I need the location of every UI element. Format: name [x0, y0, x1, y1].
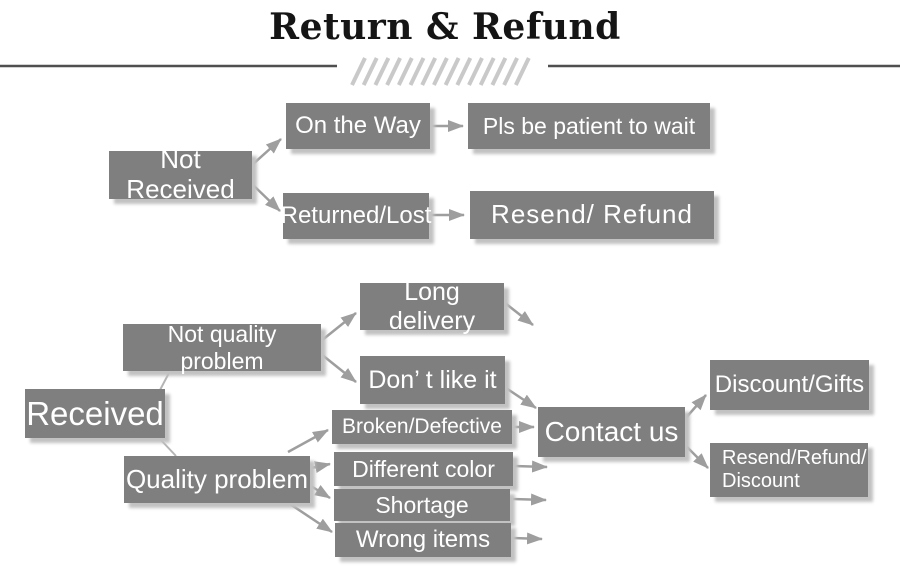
flow-arrow-quality-problem-different-color — [310, 461, 331, 473]
title-hatch-stroke — [513, 57, 531, 86]
flow-node-dont-like-it: Don’ t like it — [360, 356, 505, 404]
flow-node-on-the-way: On the Way — [286, 103, 430, 149]
flow-node-not-received: Not Received — [109, 144, 252, 204]
flow-arrow-contact-us-resend-refund-discount — [683, 443, 709, 469]
title-hatch-stroke — [361, 57, 379, 86]
title-hatch-stroke — [455, 57, 473, 86]
flow-arrow-quality-problem-wrong-items — [289, 502, 333, 534]
flow-arrow-not-quality-problem-dont-like-it — [320, 353, 357, 383]
flow-arrow-wrong-items-out — [512, 532, 543, 545]
flow-node-discount-gifts: Discount/Gifts — [710, 360, 869, 410]
title-hatch-stroke — [502, 57, 519, 86]
flow-node-broken-defective: Broken/Defective — [332, 410, 512, 444]
flow-arrow-long-delivery-out — [504, 302, 534, 326]
title-hatch-stroke — [432, 57, 449, 86]
title-hatch-stroke — [373, 57, 391, 86]
title-hatch-stroke — [490, 57, 508, 86]
flow-arrow-different-color-out — [513, 460, 548, 473]
title-hatch-stroke — [420, 57, 438, 86]
flow-node-wrong-items: Wrong items — [335, 523, 511, 557]
flow-arrow-contact-us-discount-gifts — [683, 394, 707, 421]
flow-node-not-quality-problem: Not quality problem — [123, 321, 321, 374]
title-hatch-stroke — [396, 57, 414, 86]
flow-node-returned-lost: Returned/Lost — [281, 193, 431, 239]
flow-node-contact-us: Contact us — [538, 407, 685, 457]
flow-node-shortage: Shortage — [334, 489, 510, 521]
flow-node-resend-refund: Resend/ Refund — [470, 191, 714, 239]
flow-node-pls-be-patient: Pls be patient to wait — [468, 103, 710, 149]
title-hatch-stroke — [350, 57, 367, 86]
title-hatch-stroke — [478, 57, 496, 86]
title-hatch-stroke — [408, 57, 426, 86]
flow-arrow-quality-problem-shortage — [310, 484, 331, 500]
title-hatch-stroke — [443, 57, 461, 86]
flow-arrow-not-received-returned-lost — [251, 183, 281, 212]
flow-node-long-delivery: Long delivery — [360, 278, 504, 335]
flow-arrow-shortage-out — [512, 493, 547, 506]
flow-arrow-dont-like-it-out — [505, 386, 537, 410]
flow-arrow-not-quality-problem-long-delivery — [320, 312, 357, 342]
flow-line-received-not-quality-problem — [159, 370, 171, 391]
flow-arrow-not-received-on-the-way — [251, 138, 282, 166]
flow-node-quality-problem: Quality problem — [124, 456, 310, 503]
title-hatch-stroke — [385, 57, 402, 86]
flow-arrow-quality-problem-broken-defective — [287, 428, 329, 454]
flow-node-received: Received — [25, 389, 165, 438]
flow-line-received-quality-problem — [159, 438, 177, 457]
page-title: Return & Refund — [269, 6, 621, 48]
flow-node-different-color: Different color — [334, 452, 513, 486]
flow-node-resend-refund-discount: Resend/Refund/ Discount — [710, 443, 868, 497]
title-hatch-stroke — [467, 57, 484, 86]
